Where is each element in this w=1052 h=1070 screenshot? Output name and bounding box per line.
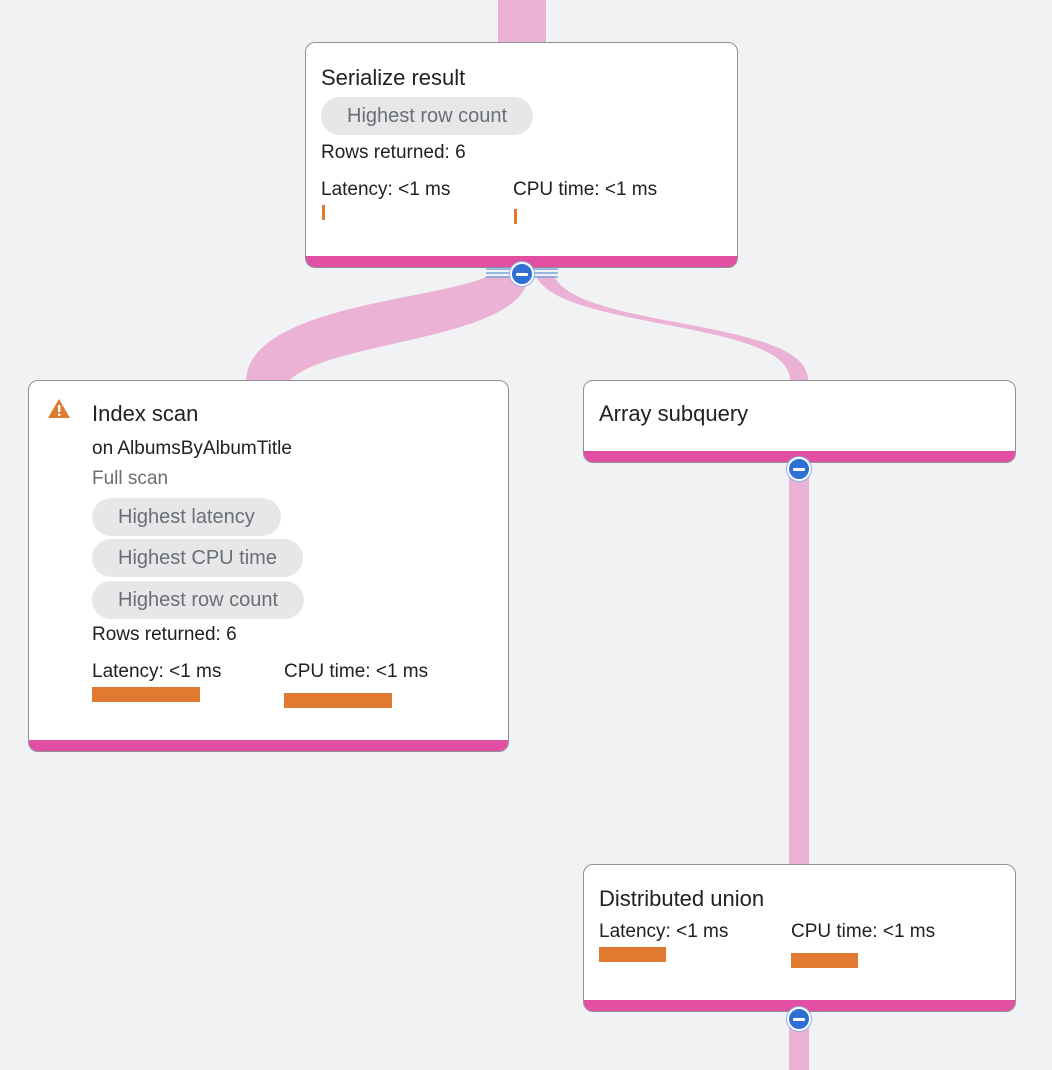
chip-highest-latency: Highest latency (92, 498, 281, 536)
latency-label: Latency: <1 ms (599, 921, 729, 942)
scan-type: Full scan (92, 468, 169, 489)
latency-label: Latency: <1 ms (92, 661, 222, 682)
cpu-time-label: CPU time: <1 ms (791, 921, 936, 942)
index-name: on AlbumsByAlbumTitle (92, 438, 292, 459)
collapse-button-serialize[interactable] (510, 262, 534, 286)
node-title: Array subquery (599, 401, 749, 426)
edge-array-to-distributed-union (789, 462, 809, 867)
cpu-time-bar (284, 693, 392, 708)
chip-highest-row-count: Highest row count (92, 581, 305, 619)
chip-highest-cpu-time: Highest CPU time (92, 539, 303, 577)
warning-icon (48, 399, 70, 418)
node-serialize-result[interactable]: Serialize result Highest row count Rows … (305, 42, 738, 268)
node-bottom-bar (584, 1000, 1015, 1011)
cpu-time-bar (791, 953, 858, 968)
edge-serialize-to-index-scan (246, 276, 528, 380)
collapse-button-distributed-union[interactable] (787, 1007, 811, 1031)
cpu-time-bar (514, 209, 517, 224)
node-title: Serialize result (321, 65, 466, 90)
node-bottom-bar (29, 740, 508, 751)
node-array-subquery[interactable]: Array subquery (583, 380, 1016, 463)
edge-serialize-to-array-subquery (536, 276, 808, 380)
cpu-time-label: CPU time: <1 ms (513, 179, 658, 200)
latency-bar (599, 947, 666, 962)
latency-label: Latency: <1 ms (321, 179, 451, 200)
edge-incoming (498, 0, 546, 44)
node-index-scan[interactable]: Index scan on AlbumsByAlbumTitle Full sc… (28, 380, 509, 752)
cpu-time-label: CPU time: <1 ms (284, 661, 429, 682)
node-title: Index scan (92, 401, 199, 426)
chip-highest-row-count: Highest row count (321, 97, 534, 135)
rows-returned: Rows returned: 6 (92, 624, 237, 645)
node-bottom-bar (306, 256, 737, 267)
node-title: Distributed union (599, 886, 765, 911)
collapse-button-array-subquery[interactable] (787, 457, 811, 481)
rows-returned: Rows returned: 6 (321, 142, 466, 163)
node-bottom-bar (584, 451, 1015, 462)
latency-bar (92, 687, 200, 702)
latency-bar (322, 205, 325, 220)
node-distributed-union[interactable]: Distributed union Latency: <1 ms CPU tim… (583, 864, 1016, 1012)
